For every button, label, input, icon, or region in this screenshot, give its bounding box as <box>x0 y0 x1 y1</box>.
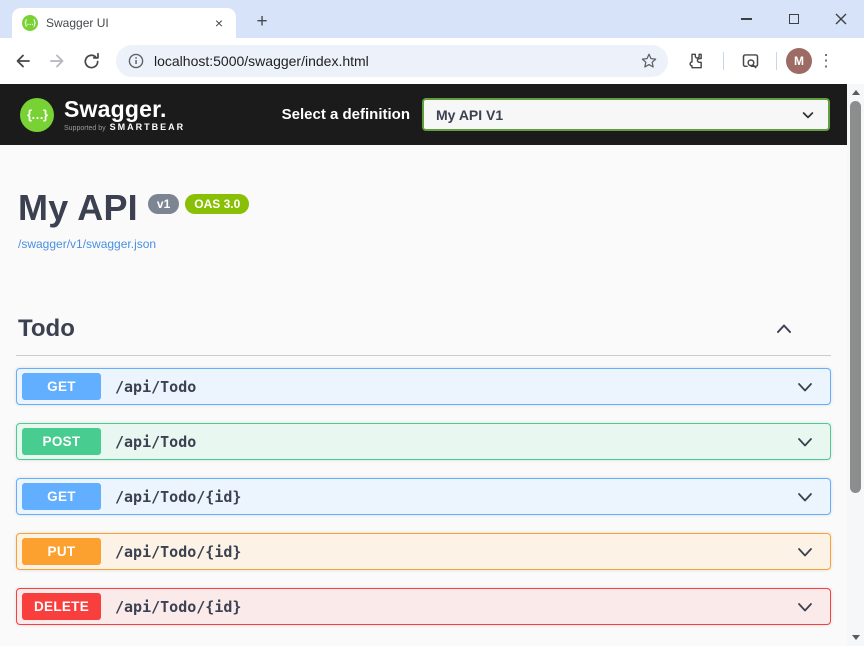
select-chevron-down-icon <box>802 111 814 118</box>
endpoint-path: /api/Todo/{id} <box>115 597 242 616</box>
profile-avatar[interactable]: M <box>786 48 812 74</box>
window-controls <box>723 0 864 38</box>
tab-close-icon[interactable]: × <box>214 15 224 31</box>
spec-json-link[interactable]: /swagger/v1/swagger.json <box>18 237 157 252</box>
back-button[interactable] <box>6 44 40 78</box>
method-badge: GET <box>22 483 101 511</box>
swagger-content: My API v1 OAS 3.0 /swagger/v1/swagger.js… <box>0 145 847 646</box>
forward-button[interactable] <box>40 44 74 78</box>
scroll-up-icon <box>851 90 860 95</box>
swagger-topbar: {…} Swagger. Supported by SMARTBEAR Sele… <box>0 84 847 145</box>
version-badge: v1 <box>147 194 180 214</box>
page-scrollbar[interactable] <box>847 84 864 646</box>
reload-button[interactable] <box>74 44 108 78</box>
swagger-logo-icon: {…} <box>20 97 54 132</box>
scrollbar-up-button[interactable] <box>847 84 864 101</box>
toolbar-divider <box>776 52 777 70</box>
method-badge: DELETE <box>22 593 101 621</box>
close-button[interactable] <box>817 0 864 38</box>
brand-block: Swagger. Supported by SMARTBEAR <box>64 95 186 132</box>
smartbear-label: SMARTBEAR <box>109 121 186 132</box>
extensions-button[interactable] <box>680 44 714 78</box>
method-badge: PUT <box>22 538 101 566</box>
tab-search-button[interactable] <box>733 44 767 78</box>
api-title: My API <box>18 187 138 228</box>
expand-chevron-down-icon[interactable] <box>794 541 816 563</box>
bookmark-star-icon[interactable] <box>640 52 658 70</box>
extensions-puzzle-icon <box>689 53 702 69</box>
favicon-braces: {…} <box>24 19 36 27</box>
tab-title: Swagger UI <box>46 16 109 30</box>
back-icon <box>16 54 30 68</box>
toolbar-divider <box>723 52 724 70</box>
expand-chevron-down-icon[interactable] <box>794 486 816 508</box>
endpoint-path: /api/Todo/{id} <box>115 542 242 561</box>
endpoint-path: /api/Todo/{id} <box>115 487 242 506</box>
scrollbar-thumb[interactable] <box>850 101 861 493</box>
endpoint-row[interactable]: DELETE /api/Todo/{id} <box>16 588 831 626</box>
selected-definition: My API V1 <box>436 106 504 123</box>
oas-badge: OAS 3.0 <box>185 194 250 214</box>
expand-chevron-down-icon[interactable] <box>794 596 816 618</box>
section-title: Todo <box>18 315 75 343</box>
select-definition-label: Select a definition <box>281 106 410 123</box>
page-area: {…} Swagger. Supported by SMARTBEAR Sele… <box>0 84 864 646</box>
maximize-button[interactable] <box>770 0 817 38</box>
definition-select[interactable]: My API V1 <box>422 98 830 131</box>
method-badge: POST <box>22 428 101 456</box>
endpoint-row[interactable]: PUT /api/Todo/{id} <box>16 533 831 571</box>
logo-braces: {…} <box>26 107 48 122</box>
tab-search-icon <box>742 53 758 68</box>
browser-menu-button[interactable]: ⋮ <box>817 51 835 70</box>
endpoint-path: /api/Todo <box>115 432 197 451</box>
collapse-chevron-up-icon[interactable] <box>773 318 795 340</box>
close-icon <box>835 13 846 25</box>
url-bar[interactable]: localhost:5000/swagger/index.html <box>116 45 668 77</box>
endpoint-row[interactable]: GET /api/Todo/{id} <box>16 478 831 516</box>
swagger-page: {…} Swagger. Supported by SMARTBEAR Sele… <box>0 84 847 646</box>
new-tab-button[interactable]: + <box>256 11 268 32</box>
url-text[interactable]: localhost:5000/swagger/index.html <box>154 53 369 69</box>
browser-tab[interactable]: {…} Swagger UI × <box>12 8 236 38</box>
supported-by-label: Supported by <box>64 124 106 132</box>
method-badge: GET <box>22 373 101 401</box>
minimize-icon <box>741 18 752 20</box>
maximize-icon <box>788 14 799 24</box>
endpoint-path: /api/Todo <box>115 377 197 396</box>
endpoint-row[interactable]: GET /api/Todo <box>16 368 831 406</box>
browser-toolbar: localhost:5000/swagger/index.html <box>0 38 864 84</box>
expand-chevron-down-icon[interactable] <box>794 431 816 453</box>
section-todo-header[interactable]: Todo <box>16 315 831 357</box>
toolbar-actions: M ⋮ <box>680 44 840 78</box>
brand-title: Swagger. <box>64 95 167 122</box>
scroll-down-icon <box>851 635 860 640</box>
endpoint-list: GET /api/Todo POST /api/Todo GET /api/To… <box>16 368 831 626</box>
expand-chevron-down-icon[interactable] <box>794 376 816 398</box>
swagger-favicon-icon: {…} <box>22 15 38 31</box>
minimize-button[interactable] <box>723 0 770 38</box>
forward-icon <box>50 54 64 68</box>
reload-icon <box>83 52 99 68</box>
endpoint-row[interactable]: POST /api/Todo <box>16 423 831 461</box>
titlebar: {…} Swagger UI × + <box>0 0 864 38</box>
site-info-icon[interactable] <box>128 53 144 69</box>
scrollbar-down-button[interactable] <box>847 629 864 646</box>
